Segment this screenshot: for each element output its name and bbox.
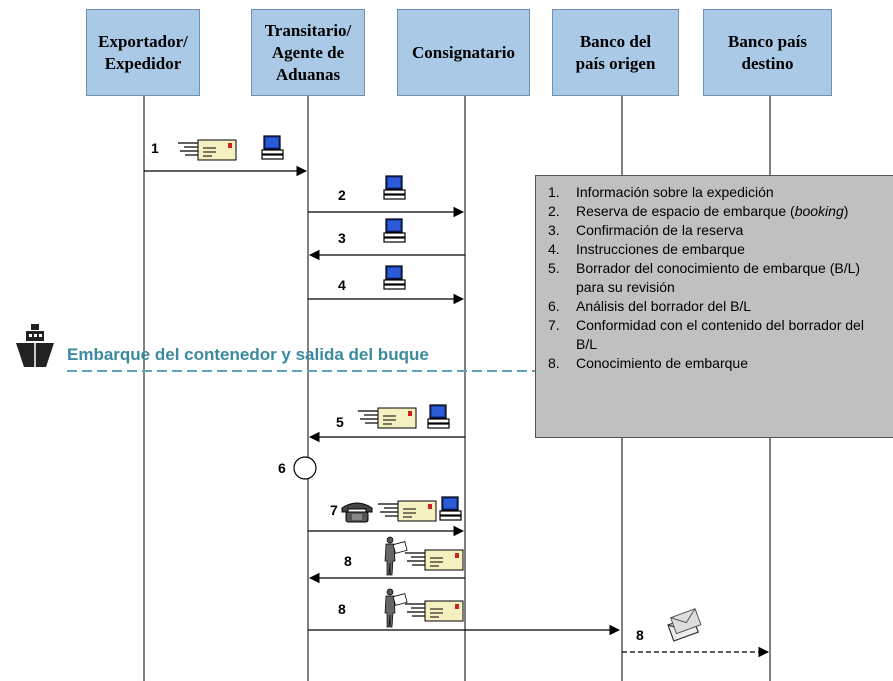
mail-icon <box>667 608 702 642</box>
document-icon <box>177 139 237 161</box>
legend-item: 2.Reserva de espacio de embarque (bookin… <box>548 203 849 219</box>
person-icon <box>384 588 408 628</box>
message-5: 5 <box>308 404 465 443</box>
message-8-to-banco-destino: 8 <box>622 608 770 658</box>
legend-item: 7.Conformidad con el contenido del borra… <box>548 317 864 352</box>
message-1: 1 <box>144 135 308 177</box>
legend-item: 1.Información sobre la expedición <box>548 184 774 200</box>
step-number: 4 <box>338 277 346 293</box>
message-8-to-banco-origen: 8 <box>308 588 621 636</box>
computer-icon <box>383 265 406 290</box>
circle-icon <box>293 456 317 480</box>
actor-transitario: Transitario/ Agente de Aduanas <box>251 9 365 96</box>
document-icon <box>404 600 464 622</box>
actor-consignatario: Consignatario <box>397 9 530 96</box>
step-number: 8 <box>338 601 346 617</box>
message-4: 4 <box>308 265 465 305</box>
computer-icon <box>439 496 462 521</box>
legend-item: 4.Instrucciones de embarque <box>548 241 745 257</box>
computer-icon <box>261 135 284 160</box>
message-3: 3 <box>308 218 465 261</box>
step-number: 7 <box>330 502 338 518</box>
actor-exportador: Exportador/ Expedidor <box>86 9 200 96</box>
legend-item: 8.Conocimiento de embarque <box>548 355 748 371</box>
telephone-icon <box>341 502 373 523</box>
step-number: 1 <box>151 140 159 156</box>
step-number: 5 <box>336 414 344 430</box>
legend-item: 6.Análisis del borrador del B/L <box>548 298 752 314</box>
person-icon <box>384 536 408 576</box>
actor-banco-origen: Banco del país origen <box>552 9 679 96</box>
legend-item: 5.Borrador del conocimiento de embarque … <box>548 260 861 295</box>
ship-icon <box>16 324 54 367</box>
step-number: 6 <box>278 460 286 476</box>
document-icon <box>404 549 464 571</box>
step-number: 8 <box>636 627 644 643</box>
step-number: 2 <box>338 187 346 203</box>
legend-item: 3.Confirmación de la reserva <box>548 222 744 238</box>
document-icon <box>357 407 417 429</box>
document-icon <box>377 500 437 522</box>
step-6-analysis: 6 <box>278 456 317 480</box>
step-number: 3 <box>338 230 346 246</box>
message-8-to-transitario: 8 <box>308 536 465 584</box>
computer-icon <box>383 218 406 243</box>
message-7: 7 <box>308 496 465 537</box>
step-number: 8 <box>344 553 352 569</box>
shipment-event-label: Embarque del contenedor y salida del buq… <box>67 345 429 364</box>
message-2: 2 <box>308 175 465 218</box>
actor-banco-destino: Banco país destino <box>703 9 832 96</box>
computer-icon <box>383 175 406 200</box>
legend-box: 1.Información sobre la expedición 2.Rese… <box>535 175 893 438</box>
computer-icon <box>427 404 450 429</box>
